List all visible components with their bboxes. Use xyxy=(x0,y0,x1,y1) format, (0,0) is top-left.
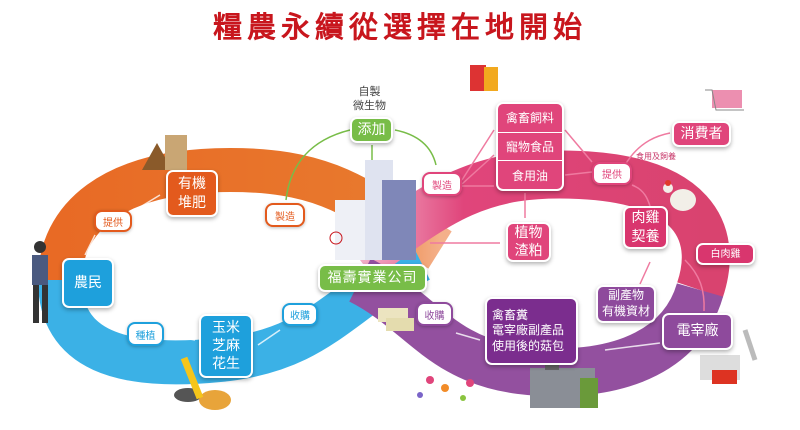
flow-arrows xyxy=(84,194,661,351)
shopping-cart-icon xyxy=(705,89,744,111)
byproduct-label: 副產品 xyxy=(540,206,568,216)
flowers-icon xyxy=(417,376,474,401)
broiler-box: 肉雞 契養 xyxy=(623,206,668,249)
pink-arrows xyxy=(430,129,705,312)
provide-pill-left: 提供 xyxy=(94,210,132,232)
page-title: 糧農永續從選擇在地開始 xyxy=(212,10,587,44)
slaughterhouse-box: 電宰廠 xyxy=(662,313,733,350)
purchase-pill-left: 收購 xyxy=(282,303,318,326)
product-oil: 食用油 xyxy=(511,168,548,183)
company-building-icon xyxy=(329,160,416,260)
product-feed: 禽畜飼料 xyxy=(498,104,562,133)
manufacture-pill-right: 製造 xyxy=(422,172,462,196)
farmer-box: 農民 xyxy=(62,258,114,308)
products-box: 禽畜飼料 寵物食品 食用油 xyxy=(496,102,564,191)
company-box: 福壽實業公司 xyxy=(318,264,427,292)
provide-pill-right: 提供 xyxy=(592,162,632,185)
crops-box: 玉米 芝麻 花生 xyxy=(199,314,253,378)
purchase-pill-right: 收購 xyxy=(416,302,453,326)
manufacture-pill-left: 製造 xyxy=(265,203,305,227)
pink-band xyxy=(345,150,730,298)
farmer-icon xyxy=(32,241,48,323)
residue-box: 植物 渣粕 xyxy=(506,222,551,262)
organic-material-box: 副產物 有機資材 xyxy=(596,285,656,323)
chicken-icon xyxy=(663,180,696,211)
waste-box: 禽畜糞 電宰廠副產品 使用後的菇包 xyxy=(485,297,578,365)
feed-bags-icon xyxy=(470,65,498,91)
slaughter-machine-icon xyxy=(700,329,758,384)
add-box: 添加 xyxy=(350,117,393,143)
compost-box: 有機 堆肥 xyxy=(166,170,218,217)
crops-icon xyxy=(174,356,231,410)
green-arrows xyxy=(285,129,437,201)
food-feed-label: 食用及飼養 xyxy=(636,152,676,161)
factory-icon xyxy=(530,355,598,408)
product-pet-food: 寵物食品 xyxy=(498,133,562,162)
plant-pill: 種植 xyxy=(127,322,164,346)
compost-pile-icon xyxy=(142,135,187,170)
consumer-box: 消費者 xyxy=(672,121,731,147)
money-icon xyxy=(378,308,414,331)
microbe-label: 自製 微生物 xyxy=(353,85,386,113)
white-chicken-box: 白肉雞 xyxy=(696,243,755,265)
